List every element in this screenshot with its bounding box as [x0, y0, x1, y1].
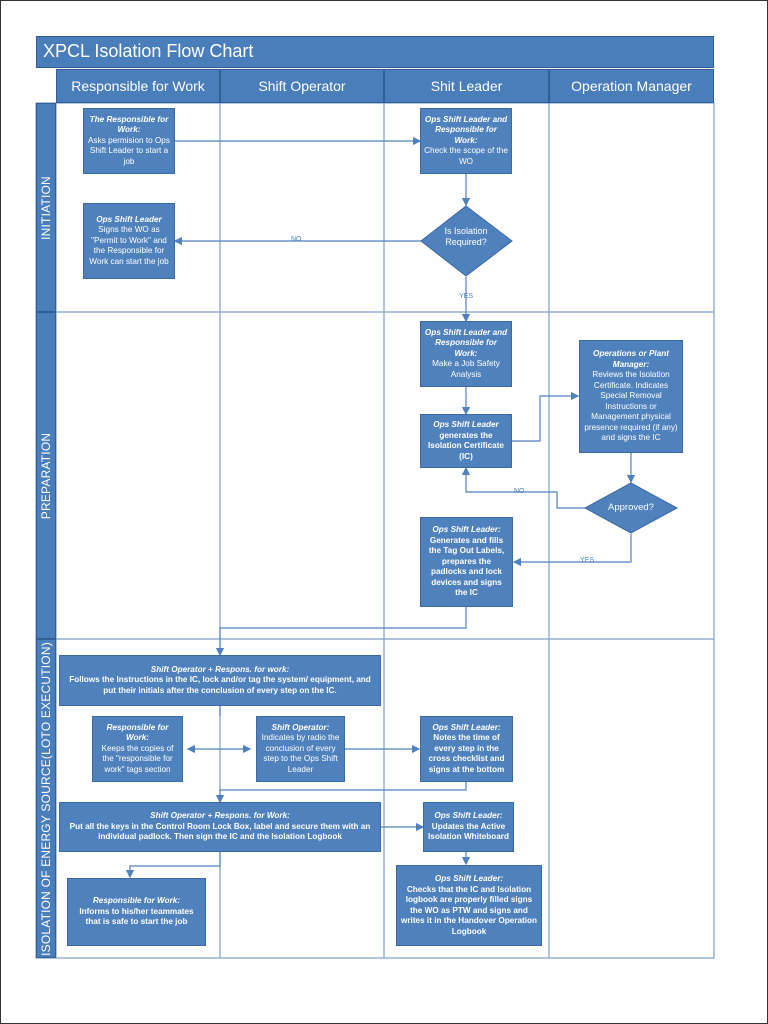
edge-label-yes-isolation: YES [459, 293, 474, 300]
process-box-manager-review: Operations or Plant Manager:Reviews the … [579, 340, 683, 453]
box-text: Generates and fills the Tag Out Labels, … [428, 535, 505, 598]
box-heading: Shift Operator: [271, 722, 330, 732]
box-text: Indicates by radio the conclusion of eve… [261, 733, 340, 774]
box-text: Asks permision to Ops Shift Leader to st… [88, 135, 170, 166]
lane-preparation: PREPARATION [36, 312, 56, 639]
decision-diamond-isolation [420, 205, 513, 277]
box-text: Follows the Instructions in the IC, lock… [69, 675, 371, 695]
box-heading: Ops Shift Leader and Responsible for Wor… [424, 327, 508, 358]
chart-title: XPCL Isolation Flow Chart [36, 36, 714, 68]
lane-label-isolation: ISOLATION OF ENERGY SOURCE(LOTO EXECUTIO… [39, 641, 53, 956]
connectors [125, 136, 636, 879]
box-text: Updates the Active Isolation Whiteboard [428, 821, 509, 842]
box-text: Keeps the copies of the "responsible for… [101, 743, 174, 774]
box-heading: Ops Shift Leader: [432, 525, 501, 535]
edge-label-no-isolation: NO [291, 236, 302, 243]
box-text: Make a Job Safety Analysis [432, 359, 500, 379]
box-heading: Shift Operator + Respons. for work: [150, 664, 290, 674]
lane-label-initiation: INITIATION [39, 175, 53, 240]
box-text: generates the Isolation Certificate (IC) [428, 430, 504, 461]
box-heading: Shift Operator + Respons. for Work: [150, 811, 290, 821]
process-box-lock-box: Shift Operator + Respons. for Work:Put a… [59, 802, 381, 852]
process-box-update-whiteboard: Ops Shift Leader:Updates the Active Isol… [423, 802, 514, 852]
box-heading: Ops Shift Leader [96, 214, 162, 224]
lane-label-preparation: PREPARATION [39, 432, 53, 519]
box-heading: Operations or Plant Manager: [593, 349, 669, 369]
box-text: Signs the WO as "Permit to Work" and the… [89, 225, 169, 266]
box-text: Put all the keys in the Control Room Loc… [69, 821, 371, 842]
process-box-note-time: Ops Shift Leader:Notes the time of every… [420, 716, 513, 782]
box-text: Notes the time of every step in the cros… [428, 733, 505, 774]
edge-label-approved: YES [580, 557, 595, 564]
column-header-shift-leader: Shit Leader [384, 69, 549, 103]
decision-label-approved: Approved? [608, 502, 654, 513]
column-header-responsible: Responsible for Work [56, 69, 220, 103]
process-box-keep-copies: Responsible for Work:Keeps the copies of… [92, 716, 183, 782]
lane-isolation: ISOLATION OF ENERGY SOURCE(LOTO EXECUTIO… [36, 639, 56, 958]
edge-label-not-approved: NO [514, 488, 525, 495]
lane-initiation: INITIATION [36, 103, 56, 312]
process-box-radio-confirmation: Shift Operator:Indicates by radio the co… [256, 716, 345, 782]
process-box-final-checks: Ops Shift Leader:Checks that the IC and … [396, 865, 542, 946]
decision-label-isolation: Is Isolation Required? [444, 226, 488, 247]
box-heading: Responsible for Work: [92, 896, 181, 906]
box-heading: The Responsible for Work: [89, 114, 169, 135]
box-heading: Ops Shift Leader: [432, 722, 501, 732]
process-box-tag-out-labels: Ops Shift Leader:Generates and fills the… [420, 517, 513, 607]
box-heading: Ops Shift Leader: [434, 874, 504, 883]
box-text: Checks that the IC and Isolation logbook… [400, 884, 538, 936]
box-text: Check the scope of the WO [424, 146, 508, 166]
box-heading: Ops Shift Leader [433, 420, 499, 429]
box-text: Informs to his/her teammates that is saf… [79, 906, 194, 927]
box-heading: Ops Shift Leader: [434, 811, 503, 821]
box-text: Reviews the Isolation Certificate. Indic… [584, 370, 678, 443]
column-header-shift-operator: Shift Operator [220, 69, 384, 103]
process-box-job-safety-analysis: Ops Shift Leader and Responsible for Wor… [420, 321, 512, 387]
process-box-follow-instructions: Shift Operator + Respons. for work:Follo… [59, 655, 381, 706]
column-header-operation-manager: Operation Manager [549, 69, 714, 103]
process-box-check-scope: Ops Shift Leader and Responsible for Wor… [420, 108, 512, 174]
box-heading: Responsible for Work: [106, 722, 169, 743]
box-heading: Ops Shift Leader and Responsible for Wor… [424, 114, 508, 145]
process-box-ask-permission: The Responsible for Work:Asks permision … [83, 108, 175, 174]
decision-diamond-approved [583, 482, 679, 534]
process-box-inform-teammates: Responsible for Work:Informs to his/her … [67, 878, 206, 946]
